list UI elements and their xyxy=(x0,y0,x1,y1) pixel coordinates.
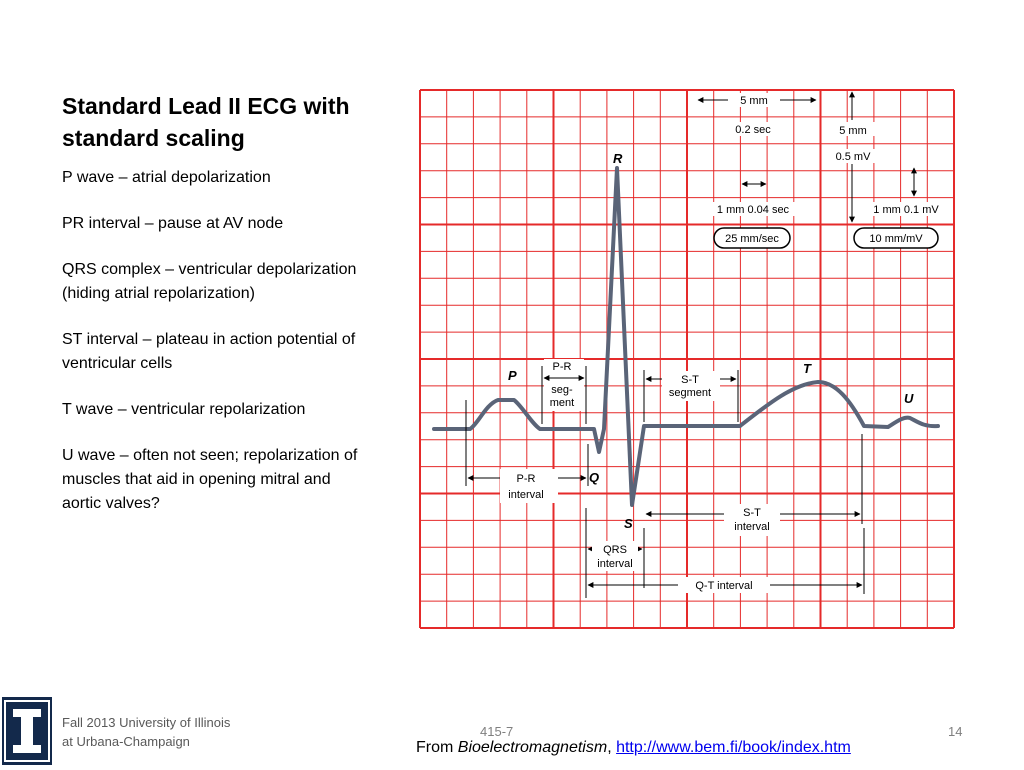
ecg-grid xyxy=(419,89,955,629)
label-p-wave: P xyxy=(508,368,517,383)
label-bg xyxy=(860,202,952,216)
st-interval-annotation: S-T interval xyxy=(645,434,863,536)
label-t-wave: T xyxy=(803,361,812,376)
label-u-wave: U xyxy=(904,391,914,406)
footer-institution: Fall 2013 University of Illinois at Urba… xyxy=(62,713,282,751)
bullet-item: QRS complex – ventricular depolarization… xyxy=(62,261,357,302)
bullet-list: P wave – atrial depolarization PR interv… xyxy=(62,166,362,538)
label-bg xyxy=(662,371,720,401)
label-qt-interval: Q-T interval xyxy=(695,580,752,592)
label-qrs-interval-1: QRS xyxy=(603,544,627,556)
label-bg xyxy=(704,202,802,216)
scale-v-big-volt: 0.5 mV xyxy=(836,151,872,163)
label-bg xyxy=(500,469,558,503)
label-bg xyxy=(544,359,584,411)
label-bg xyxy=(728,122,780,136)
source-prefix: From xyxy=(416,739,458,756)
label-st-interval-2: interval xyxy=(734,521,769,533)
source-link[interactable]: http://www.bem.fi/book/index.htm xyxy=(616,739,851,756)
label-r-wave: R xyxy=(613,151,623,166)
scale-speed: 25 mm/sec xyxy=(725,233,779,245)
ecg-diagram: P Q R S T U 5 mm 0.2 sec 5 mm 0.5 mV 1 m… xyxy=(419,89,955,629)
qrs-interval-annotation: QRS interval xyxy=(585,508,645,598)
source-book: Bioelectromagnetism xyxy=(457,739,608,756)
scale-v-small: 1 mm 0.1 mV xyxy=(873,204,939,216)
label-st-segment-2: segment xyxy=(669,387,711,399)
label-bg xyxy=(592,541,638,571)
label-pr-interval-2: interval xyxy=(508,489,543,501)
scale-h-big-time: 0.2 sec xyxy=(735,124,771,136)
institution-line: Fall 2013 University of Illinois xyxy=(62,715,231,730)
university-logo xyxy=(2,697,52,765)
label-bg xyxy=(828,149,878,163)
qt-interval-annotation: Q-T interval xyxy=(587,528,865,594)
block-i-icon xyxy=(4,700,50,762)
label-bg xyxy=(728,93,780,107)
scale-h-big: 5 mm xyxy=(740,95,768,107)
course-code: 415-7 xyxy=(480,724,514,739)
label-q-wave: Q xyxy=(589,470,599,485)
ecg-figure: P Q R S T U 5 mm 0.2 sec 5 mm 0.5 mV 1 m… xyxy=(418,88,956,630)
gain-pill xyxy=(853,227,939,249)
label-pr-segment-3: ment xyxy=(550,397,574,409)
source-separator: , xyxy=(607,739,617,756)
label-st-segment-1: S-T xyxy=(681,374,699,386)
bullet-item: T wave – ventricular repolarization xyxy=(62,401,306,418)
institution-line: at Urbana-Champaign xyxy=(62,734,190,749)
scale-v-big: 5 mm xyxy=(839,125,867,137)
label-st-interval-1: S-T xyxy=(743,507,761,519)
label-s-wave: S xyxy=(624,516,633,531)
label-qrs-interval-2: interval xyxy=(597,558,632,570)
bullet-item: PR interval – pause at AV node xyxy=(62,215,284,232)
label-pr-segment-2: seg- xyxy=(551,384,573,396)
bullet-item: U wave – often not seen; repolarization … xyxy=(62,447,358,512)
st-segment-annotation: S-T segment xyxy=(643,370,739,422)
label-bg xyxy=(678,577,770,593)
label-bg xyxy=(830,122,876,136)
pr-segment-annotation: P-R seg- ment xyxy=(541,359,587,424)
source-citation: From Bioelectromagnetism, http://www.bem… xyxy=(416,739,851,757)
label-pr-interval-1: P-R xyxy=(517,473,536,485)
scale-annotations: 5 mm 0.2 sec 5 mm 0.5 mV 1 mm 0.04 sec 1… xyxy=(697,91,952,249)
label-pr-segment-1: P-R xyxy=(553,361,572,373)
scale-gain: 10 mm/mV xyxy=(869,233,923,245)
bullet-item: P wave – atrial depolarization xyxy=(62,169,271,186)
ecg-trace xyxy=(432,166,940,507)
page-number: 14 xyxy=(948,724,963,739)
speed-pill xyxy=(713,227,791,249)
slide-title: Standard Lead II ECG with standard scali… xyxy=(62,93,350,151)
pr-interval-annotation: P-R interval xyxy=(465,400,589,503)
scale-h-small: 1 mm 0.04 sec xyxy=(717,204,790,216)
label-bg xyxy=(724,504,780,536)
bullet-item: ST interval – plateau in action potentia… xyxy=(62,331,356,372)
